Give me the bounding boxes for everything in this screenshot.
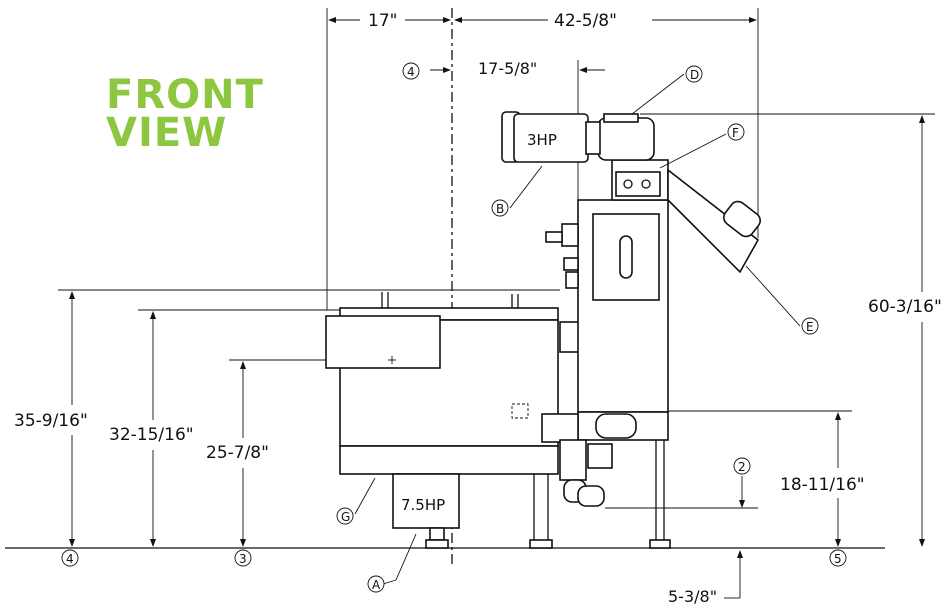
ref-circle-2: 2	[605, 457, 758, 509]
svg-text:2: 2	[738, 460, 746, 474]
dim-5-label: 5-3/8"	[668, 587, 717, 604]
dim-total-height: 60-3/16"	[640, 113, 942, 547]
dim-60-label: 60-3/16"	[868, 297, 942, 317]
dim-42-label: 42-5/8"	[554, 11, 617, 31]
dim-height-c: 25-7/8"	[206, 359, 390, 547]
dim-top-right: 42-5/8"	[454, 8, 759, 238]
callout-e: E	[745, 265, 819, 335]
svg-text:G: G	[341, 510, 350, 524]
dim-32-label: 32-15/16"	[109, 425, 194, 445]
svg-text:3: 3	[239, 552, 247, 566]
column-unit: 3HP	[501, 111, 761, 549]
motor-lower: 7.5HP	[392, 473, 460, 549]
ref-circle-4-top: 4	[402, 62, 420, 80]
svg-text:A: A	[372, 578, 381, 592]
svg-text:4: 4	[66, 552, 74, 566]
callout-b: B	[491, 165, 543, 217]
dim-offset: 17-5/8"	[430, 59, 605, 210]
svg-text:4: 4	[407, 65, 415, 79]
svg-text:B: B	[496, 202, 504, 216]
svg-text:E: E	[806, 320, 814, 334]
dim-height-b: 32-15/16"	[109, 309, 340, 547]
title-view: VIEW	[106, 110, 227, 156]
dim-bottom: 5-3/8"	[668, 550, 743, 604]
ref-circle-3: 3	[234, 549, 252, 567]
svg-text:D: D	[690, 68, 699, 82]
dim-height-a: 35-9/16"	[14, 289, 560, 547]
svg-text:5: 5	[834, 552, 842, 566]
dim-35-label: 35-9/16"	[14, 411, 88, 431]
ref-circle-5: 5	[829, 549, 847, 567]
dim-top-left: 17"	[326, 8, 451, 310]
motor-upper-label: 3HP	[527, 131, 557, 149]
dim-18-label: 18-11/16"	[780, 475, 865, 495]
svg-text:F: F	[732, 126, 739, 140]
dim-25-label: 25-7/8"	[206, 443, 269, 463]
title-front: FRONT	[106, 72, 264, 118]
dim-offset-label: 17-5/8"	[478, 59, 537, 78]
motor-lower-label: 7.5HP	[401, 496, 445, 514]
tank-unit	[325, 292, 559, 549]
callout-f: F	[659, 123, 745, 169]
ref-circle-4-floor: 4	[61, 549, 79, 567]
callout-a: A	[367, 533, 417, 593]
dim-17-label: 17"	[368, 11, 397, 31]
callout-d: D	[631, 65, 703, 115]
dim-height-d: 18-11/16"	[668, 410, 865, 547]
callout-g: G	[336, 477, 376, 525]
